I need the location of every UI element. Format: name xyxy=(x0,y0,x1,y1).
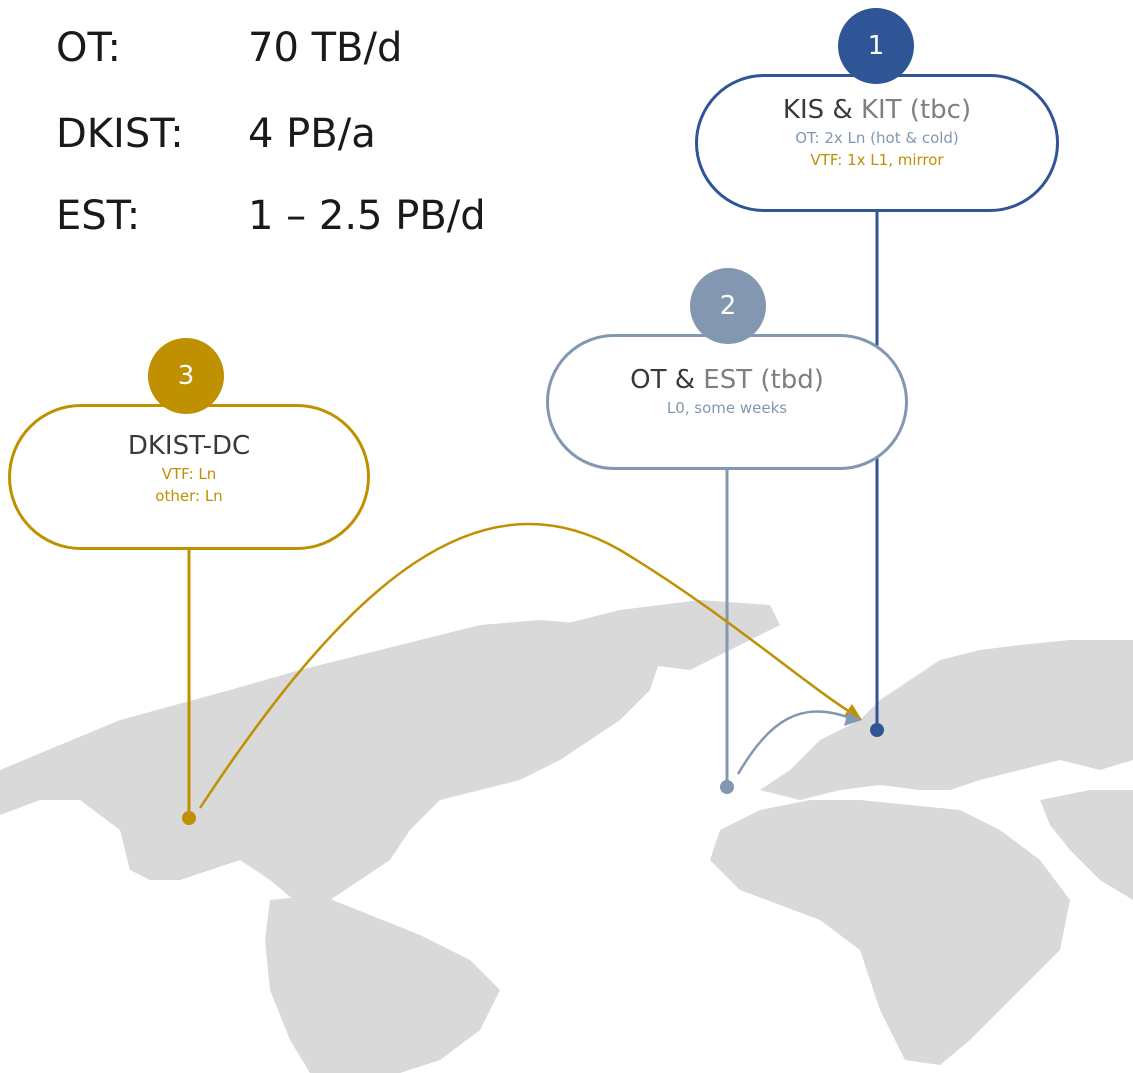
kis-number-badge: 1 xyxy=(838,8,914,84)
map-europe xyxy=(760,640,1133,800)
ot-node-box: OT & EST (tbd) L0, some weeks xyxy=(546,334,908,470)
ot-to-europe-arrow xyxy=(736,710,851,775)
dkist-number-badge: 3 xyxy=(148,338,224,414)
kis-ot-line: OT: 2x Ln (hot & cold) xyxy=(795,129,959,147)
map-arabia xyxy=(1040,790,1133,900)
ot-arrowhead xyxy=(844,712,862,726)
dkist-node-box: DKIST-DC VTF: Ln other: Ln xyxy=(8,404,370,550)
ot-title-main: OT & xyxy=(630,365,704,395)
ot-number-badge: 2 xyxy=(690,268,766,344)
kis-node-title: KIS & KIT (tbc) xyxy=(698,95,1056,125)
dkist-node-title: DKIST-DC xyxy=(127,431,251,461)
ot-l0-line: L0, some weeks xyxy=(666,399,788,417)
kis-location-dot xyxy=(870,723,884,737)
kis-node-box: KIS & KIT (tbc) OT: 2x Ln (hot & cold) V… xyxy=(695,74,1059,212)
dkist-location-dot xyxy=(182,811,196,825)
rate-label-dkist: DKIST: xyxy=(56,111,184,157)
dkist-to-europe-arrow xyxy=(198,522,851,809)
rate-label-ot: OT: xyxy=(56,25,121,71)
ot-location-dot xyxy=(720,780,734,794)
dkist-vtf-line: VTF: Ln xyxy=(161,465,217,483)
rate-label-est: EST: xyxy=(56,193,141,239)
ot-node-title: OT & EST (tbd) xyxy=(549,365,905,395)
kis-vtf-line: VTF: 1x L1, mirror xyxy=(810,151,944,169)
rate-value-ot: 70 TB/d xyxy=(248,25,403,71)
rate-value-dkist: 4 PB/a xyxy=(248,111,376,157)
map-greenland xyxy=(560,600,780,670)
map-south-america xyxy=(265,895,500,1073)
kis-title-secondary: KIT (tbc) xyxy=(860,95,972,125)
map-africa xyxy=(710,800,1070,1065)
rate-value-est: 1 – 2.5 PB/d xyxy=(248,193,486,239)
map-north-america xyxy=(0,620,660,905)
kis-title-main: KIS & xyxy=(782,95,861,125)
dkist-other-line: other: Ln xyxy=(155,487,223,505)
ot-title-secondary: EST (tbd) xyxy=(703,365,824,395)
